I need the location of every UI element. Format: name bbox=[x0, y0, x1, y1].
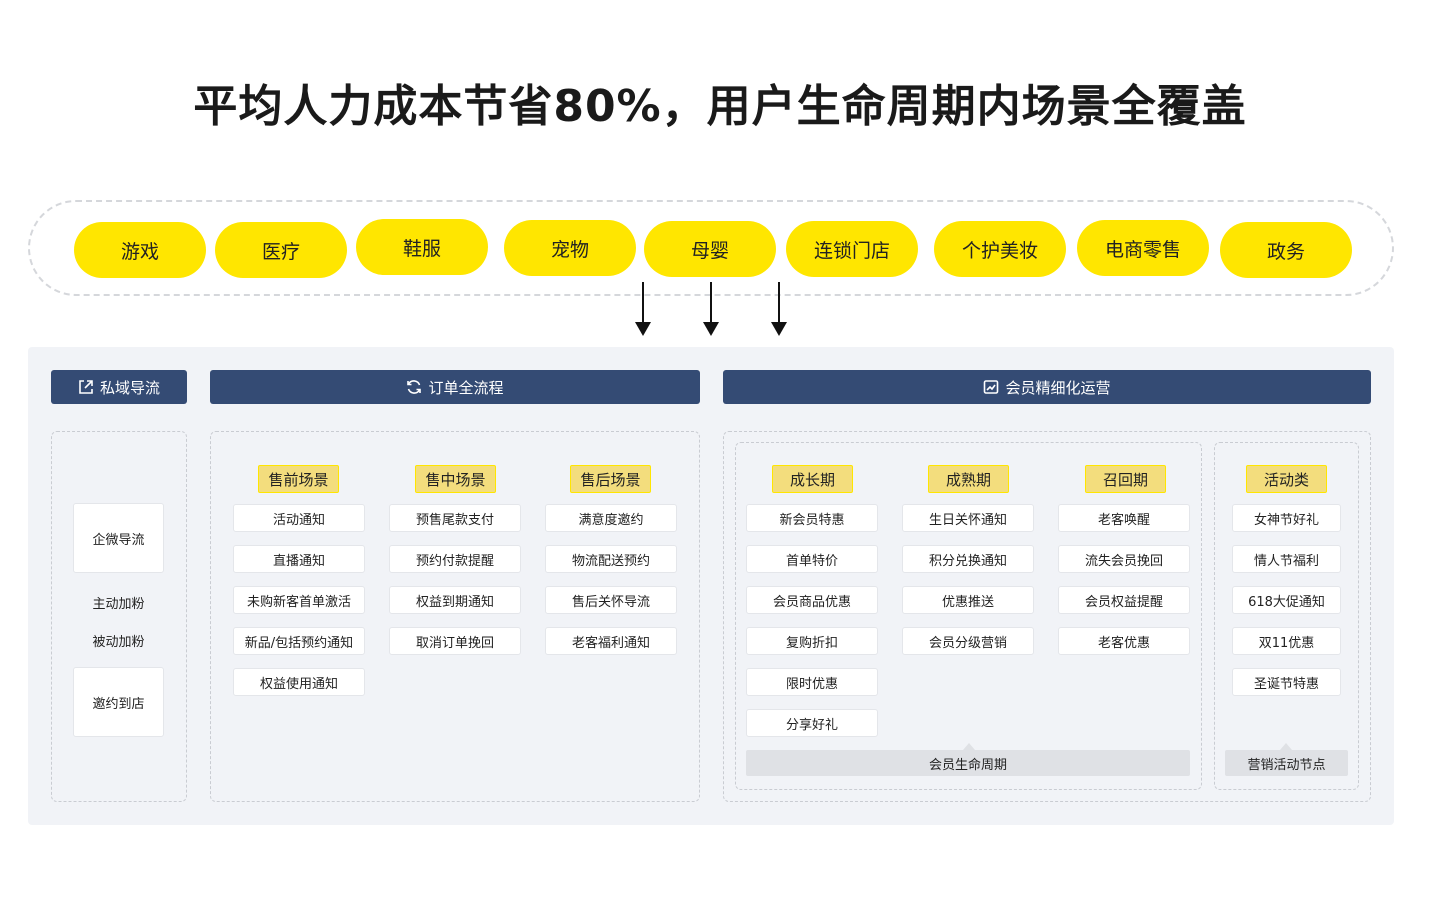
order-flow-box bbox=[210, 431, 700, 802]
scenario-card: 预约付款提醒 bbox=[389, 545, 521, 573]
down-arrow-icon bbox=[771, 322, 787, 336]
private-domain-header: 私域导流 bbox=[51, 370, 187, 404]
footer-notch-icon bbox=[963, 743, 975, 750]
scenario-card: 限时优惠 bbox=[746, 668, 878, 696]
activity-tag: 活动类 bbox=[1246, 465, 1327, 493]
down-arrow-line bbox=[642, 282, 644, 324]
industry-pill: 宠物 bbox=[504, 220, 636, 276]
industry-pill: 游戏 bbox=[74, 222, 206, 278]
scenario-card: 权益到期通知 bbox=[389, 586, 521, 614]
private-domain-header-label: 私域导流 bbox=[99, 378, 160, 397]
scenario-card: 生日关怀通知 bbox=[902, 504, 1034, 532]
member-stage-tag: 成熟期 bbox=[928, 465, 1009, 493]
industry-pill: 政务 bbox=[1220, 222, 1352, 278]
private-domain-box bbox=[51, 431, 187, 802]
scenario-card: 老客唤醒 bbox=[1058, 504, 1190, 532]
scenario-card: 取消订单挽回 bbox=[389, 627, 521, 655]
industry-pill: 母婴 bbox=[644, 221, 776, 277]
page-title: 平均人力成本节省80%，用户生命周期内场景全覆盖 bbox=[193, 81, 1247, 132]
scenario-card: 售后关怀导流 bbox=[545, 586, 677, 614]
scenario-card: 优惠推送 bbox=[902, 586, 1034, 614]
scenario-card: 复购折扣 bbox=[746, 627, 878, 655]
member-ops-header: 会员精细化运营 bbox=[723, 370, 1371, 404]
activity-card: 618大促通知 bbox=[1232, 586, 1341, 614]
order-stage-tag: 售中场景 bbox=[415, 465, 496, 493]
share-arrow-icon bbox=[79, 380, 93, 394]
scenario-card: 会员分级营销 bbox=[902, 627, 1034, 655]
scenario-card: 预售尾款支付 bbox=[389, 504, 521, 532]
chart-icon bbox=[984, 380, 999, 394]
industry-pill: 医疗 bbox=[215, 222, 347, 278]
activity-box bbox=[1214, 442, 1359, 790]
down-arrow-line bbox=[778, 282, 780, 324]
member-stage-tag: 成长期 bbox=[772, 465, 853, 493]
private-item-text: 被动加粉 bbox=[92, 634, 145, 650]
activity-footer: 营销活动节点 bbox=[1225, 750, 1348, 776]
scenario-card: 分享好礼 bbox=[746, 709, 878, 737]
activity-card: 圣诞节特惠 bbox=[1232, 668, 1341, 696]
private-item-text: 主动加粉 bbox=[92, 596, 145, 612]
lifecycle-footer: 会员生命周期 bbox=[746, 750, 1190, 776]
scenario-card: 满意度邀约 bbox=[545, 504, 677, 532]
private-item-card: 企微导流 bbox=[73, 503, 164, 573]
activity-card: 情人节福利 bbox=[1232, 545, 1341, 573]
industry-pill: 电商零售 bbox=[1077, 220, 1209, 276]
down-arrow-line bbox=[710, 282, 712, 324]
industry-pill: 个护美妆 bbox=[934, 221, 1066, 277]
scenario-card: 活动通知 bbox=[233, 504, 365, 532]
order-flow-header-label: 订单全流程 bbox=[428, 378, 504, 397]
scenario-card: 会员商品优惠 bbox=[746, 586, 878, 614]
industry-pill: 鞋服 bbox=[356, 219, 488, 275]
order-flow-header: 订单全流程 bbox=[210, 370, 700, 404]
scenario-card: 首单特价 bbox=[746, 545, 878, 573]
activity-card: 双11优惠 bbox=[1232, 627, 1341, 655]
scenario-card: 新品/包括预约通知 bbox=[233, 627, 365, 655]
scenario-card: 流失会员挽回 bbox=[1058, 545, 1190, 573]
scenario-card: 权益使用通知 bbox=[233, 668, 365, 696]
scenario-card: 老客福利通知 bbox=[545, 627, 677, 655]
down-arrow-icon bbox=[703, 322, 719, 336]
down-arrow-icon bbox=[635, 322, 651, 336]
scenario-card: 积分兑换通知 bbox=[902, 545, 1034, 573]
scenario-card: 未购新客首单激活 bbox=[233, 586, 365, 614]
industry-pill: 连锁门店 bbox=[786, 221, 918, 277]
scenario-card: 老客优惠 bbox=[1058, 627, 1190, 655]
refresh-icon bbox=[407, 380, 422, 394]
member-stage-tag: 召回期 bbox=[1085, 465, 1166, 493]
private-item-card: 邀约到店 bbox=[73, 667, 164, 737]
scenario-card: 会员权益提醒 bbox=[1058, 586, 1190, 614]
member-ops-header-label: 会员精细化运营 bbox=[1005, 378, 1111, 397]
order-stage-tag: 售前场景 bbox=[258, 465, 339, 493]
lifecycle-box bbox=[735, 442, 1202, 790]
scenario-card: 新会员特惠 bbox=[746, 504, 878, 532]
member-ops-box bbox=[723, 431, 1371, 802]
order-stage-tag: 售后场景 bbox=[570, 465, 651, 493]
scenario-card: 物流配送预约 bbox=[545, 545, 677, 573]
scenario-card: 直播通知 bbox=[233, 545, 365, 573]
footer-notch-icon bbox=[1280, 743, 1292, 750]
activity-card: 女神节好礼 bbox=[1232, 504, 1341, 532]
